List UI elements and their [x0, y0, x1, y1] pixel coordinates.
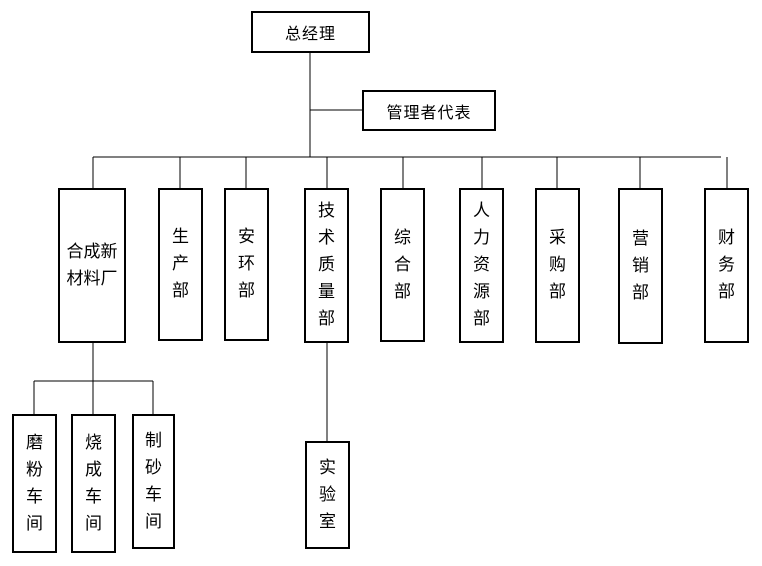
dept-plant-box: 合成新材料厂: [58, 188, 126, 343]
workshop-firing-box: 烧成车间: [71, 414, 116, 553]
workshop-sand-box: 制砂车间: [132, 414, 175, 549]
workshop-sand-label: 制砂车间: [145, 430, 162, 532]
dept-purchase-label: 采购部: [549, 228, 566, 302]
lab-box: 实验室: [305, 441, 350, 549]
workshop-grinding-label: 磨粉车间: [26, 432, 43, 534]
dept-safety-label: 安环部: [238, 227, 255, 301]
dept-finance-box: 财务部: [704, 188, 749, 343]
dept-hr-label: 人力资源部: [473, 201, 490, 329]
management-rep-box: 管理者代表: [362, 90, 496, 131]
workshop-grinding-box: 磨粉车间: [12, 414, 57, 553]
dept-hr-box: 人力资源部: [459, 188, 504, 343]
dept-tech-quality-label: 技术质量部: [318, 201, 335, 329]
management-rep-label: 管理者代表: [386, 102, 472, 122]
general-manager-label: 总经理: [284, 24, 336, 43]
dept-safety-box: 安环部: [224, 188, 269, 341]
dept-tech-quality-box: 技术质量部: [304, 188, 349, 343]
dept-finance-label: 财务部: [718, 228, 735, 302]
dept-production-label: 生产部: [172, 227, 189, 301]
dept-general-label: 综合部: [394, 227, 411, 302]
dept-plant-label: 合成新材料厂: [66, 241, 118, 289]
lab-label: 实验室: [319, 457, 336, 532]
dept-production-box: 生产部: [158, 188, 203, 341]
dept-sales-label: 营销部: [632, 228, 649, 303]
dept-general-box: 综合部: [380, 188, 425, 342]
general-manager-box: 总经理: [251, 11, 370, 53]
dept-sales-box: 营销部: [618, 188, 663, 344]
dept-purchase-box: 采购部: [535, 188, 580, 343]
workshop-firing-label: 烧成车间: [85, 432, 102, 534]
